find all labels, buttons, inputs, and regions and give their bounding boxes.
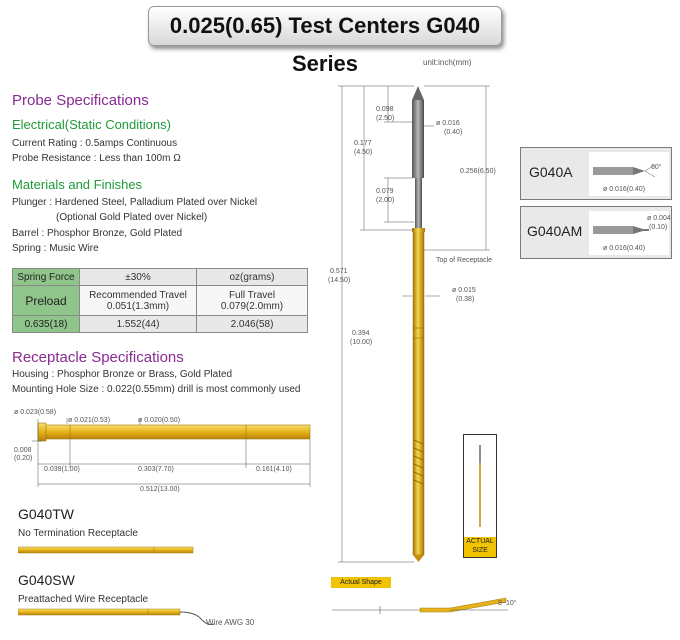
receptacle-dim-len3: 0.161(4.10)	[256, 466, 292, 473]
probe-drawing	[338, 85, 490, 563]
receptacle-dim-d4b: (0.20)	[14, 455, 33, 462]
model-g040am-name: G040AM	[527, 223, 583, 239]
receptacle-dim-d2: ø 0.021(0.53)	[68, 417, 111, 424]
top-of-receptacle: Top of Receptacle	[436, 257, 493, 264]
model-g040a-angle: 60°	[651, 164, 662, 171]
table-header-tolerance: ±30%	[79, 268, 197, 286]
probe-dim-c1: 0.079	[376, 188, 394, 195]
probe-dim-b2: (4.50)	[354, 149, 373, 156]
receptacle-dim-d1: ø 0.023(0.58)	[14, 409, 57, 416]
model-g040am-dim-b2: (0.10)	[649, 224, 668, 231]
unit-note: unit:inch(mm)	[423, 58, 472, 67]
g040tw-drawing	[18, 546, 194, 554]
probe-dim-d1: ø 0.016	[436, 120, 460, 127]
g040sw-drawing	[18, 608, 215, 625]
receptacle-dim-len2: 0.303(7.70)	[138, 466, 174, 473]
tip-pointed-icon	[593, 164, 656, 178]
table-full-force: 2.046(58)	[196, 315, 308, 333]
actual-size-line2: SIZE	[472, 547, 488, 554]
spring-material: Spring : Music Wire	[12, 243, 99, 254]
model-g040am-box: G040AM ø 0.004 (0.10) ø 0.016(0.40)	[520, 206, 672, 259]
probe-dim-f1: ø 0.015	[452, 287, 476, 294]
table-header-spring-force: Spring Force	[12, 268, 80, 286]
probe-dim-f2: (0.38)	[456, 296, 475, 303]
actual-size-label: ACTUAL SIZE	[464, 537, 496, 557]
probe-resistance: Probe Resistance : Less than 100m Ω	[12, 153, 181, 164]
receptacle-dim-d3: ø 0.020(0.50)	[138, 417, 181, 424]
plunger-material: Plunger : Hardened Steel, Palladium Plat…	[12, 197, 258, 208]
actual-size-probe-icon	[479, 445, 481, 527]
electrical-heading: Electrical(Static Conditions)	[12, 117, 171, 132]
table-recommended-force: 1.552(44)	[79, 315, 197, 333]
g040tw-desc: No Termination Receptacle	[18, 528, 138, 539]
probe-dim-a1: 0.098	[376, 106, 394, 113]
tip-fine-point-icon	[593, 226, 649, 234]
recommended-travel-value: 0.051(1.3mm)	[106, 300, 170, 312]
receptacle-housing: Housing : Phosphor Bronze or Brass, Gold…	[12, 369, 233, 380]
table-preload-value: 0.635(18)	[12, 315, 80, 333]
probe-dim-g2: (14.50)	[328, 277, 351, 284]
table-recommended-travel: Recommended Travel 0.051(1.3mm)	[79, 285, 197, 316]
probe-spec-heading: Probe Specifications	[12, 92, 149, 109]
probe-dim-c2: (2.00)	[376, 197, 395, 204]
materials-heading: Materials and Finishes	[12, 177, 143, 192]
table-full-travel: Full Travel 0.079(2.0mm)	[196, 285, 308, 316]
actual-size-line1: ACTUAL	[466, 538, 494, 545]
model-g040am-image	[589, 211, 669, 255]
recommended-travel-label: Recommended Travel	[89, 289, 187, 301]
probe-dim-h2: (10.00)	[350, 339, 373, 346]
receptacle-mounting: Mounting Hole Size : 0.022(0.55mm) drill…	[12, 384, 301, 395]
actual-size-box: ACTUAL SIZE	[463, 434, 497, 558]
model-g040am-dim: ø 0.016(0.40)	[603, 245, 646, 252]
table-preload-label: Preload	[12, 285, 80, 316]
probe-dim-h1: 0.394	[352, 330, 370, 337]
model-g040a-image	[589, 152, 669, 196]
table-header-unit: oz(grams)	[196, 268, 308, 286]
actual-shape-angle: 8~10°	[498, 600, 517, 607]
receptacle-dim-total: 0.512(13.00)	[140, 486, 180, 493]
plunger-option: (Optional Gold Plated over Nickel)	[56, 212, 208, 223]
barrel-material: Barrel : Phosphor Bronze, Gold Plated	[12, 228, 183, 239]
probe-dim-g1: 0.571	[330, 268, 348, 275]
page-title: 0.025(0.65) Test Centers G040 Series	[148, 6, 502, 76]
probe-dim-d2: (0.40)	[444, 129, 463, 136]
actual-shape-drawing	[332, 597, 508, 614]
model-g040a-dim: ø 0.016(0.40)	[603, 186, 646, 193]
full-travel-value: 0.079(2.0mm)	[220, 300, 284, 312]
model-g040a-name: G040A	[529, 164, 573, 180]
spring-force-table: Spring Force ±30% oz(grams) Preload Reco…	[12, 268, 308, 333]
receptacle-spec-heading: Receptacle Specifications	[12, 349, 184, 366]
probe-dim-a2: (2.50)	[376, 115, 395, 122]
full-travel-label: Full Travel	[228, 289, 276, 301]
g040sw-title: G040SW	[18, 572, 75, 588]
receptacle-dim-d4a: 0.008	[14, 447, 32, 454]
current-rating: Current Rating : 0.5amps Continuous	[12, 138, 178, 149]
model-g040a-box: G040A 60° ø 0.016(0.40)	[520, 147, 672, 200]
g040sw-desc: Preattached Wire Receptacle	[18, 594, 149, 605]
probe-dim-e1: 0.256(6.50)	[460, 168, 496, 175]
g040sw-wire: Wire AWG 30	[206, 618, 255, 627]
g040tw-title: G040TW	[18, 506, 75, 522]
receptacle-drawing	[32, 418, 311, 487]
model-g040am-dim-b1: ø 0.004	[647, 215, 671, 222]
probe-dim-b1: 0.177	[354, 140, 372, 147]
receptacle-dim-len1: 0.039(1.00)	[44, 466, 80, 473]
actual-shape-label: Actual Shape	[331, 577, 391, 588]
